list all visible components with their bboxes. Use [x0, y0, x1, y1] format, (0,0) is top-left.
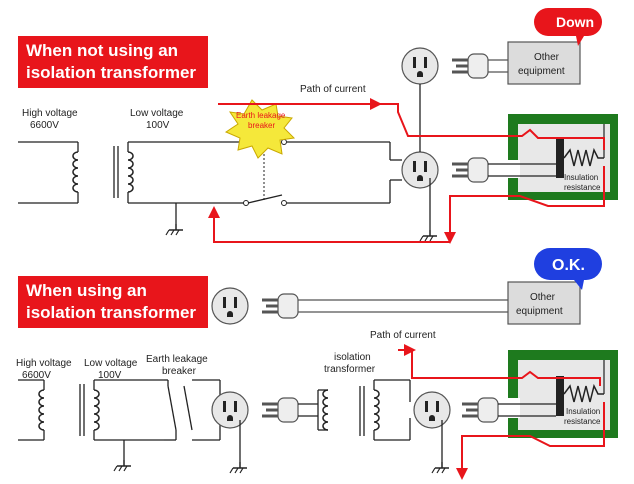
bottom-other-line1: Other [530, 292, 556, 303]
bottom-high-voltage-label: High voltage [16, 358, 72, 369]
top-low-voltage-value: 100V [146, 120, 170, 131]
top-path-label: Path of current [300, 84, 366, 95]
title-no-isolation: When not using an isolation transformer [18, 36, 208, 88]
bottom-plug-lower [260, 396, 300, 424]
top-other-line2: equipment [518, 66, 565, 77]
bottom-outlet-lower [211, 391, 249, 429]
top-high-voltage-value: 6600V [30, 120, 59, 131]
top-insulation-line1: Insulation [564, 173, 598, 182]
top-outlet-upper [401, 47, 439, 85]
bottom-low-voltage-value: 100V [98, 370, 122, 381]
top-low-voltage-label: Low voltage [130, 108, 184, 119]
bottom-path-label: Path of current [370, 330, 436, 341]
top-plug-lower [450, 156, 490, 184]
bottom-insulation-line1: Insulation [566, 407, 600, 416]
top-outlet-lower [401, 151, 439, 189]
bottom-circuit: High voltage 6600V Low voltage 100V Eart… [16, 248, 618, 480]
bottom-isolation-line1: isolation [334, 352, 371, 363]
top-breaker-line1: Earth leakage [236, 111, 286, 120]
status-ok-badge [534, 248, 602, 290]
fault-burst-icon [224, 99, 296, 159]
bottom-outlet-iso [413, 391, 451, 429]
bottom-plug-upper [260, 292, 300, 320]
title-no-isolation-line1: When not using an [26, 41, 179, 60]
bottom-low-voltage-label: Low voltage [84, 358, 138, 369]
top-circuit: High voltage 6600V Low voltage 100V Eart… [18, 8, 618, 244]
title-no-isolation-line2: isolation transformer [26, 63, 197, 82]
bottom-isolation-line2: transformer [324, 364, 376, 375]
bottom-breaker-line1: Earth leakage [146, 354, 208, 365]
top-plug-upper [450, 52, 490, 80]
bottom-plug-equipment [460, 396, 500, 424]
title-with-isolation: When using an isolation transformer [18, 276, 208, 328]
bottom-other-equipment [507, 281, 581, 325]
bottom-high-voltage-value: 6600V [22, 370, 51, 381]
top-breaker-line2: breaker [248, 121, 275, 130]
bottom-breaker-line2: breaker [162, 366, 197, 377]
status-down-badge [534, 8, 602, 46]
top-other-equipment [507, 41, 581, 85]
title-with-isolation-line1: When using an [26, 281, 147, 300]
bottom-insulation-line2: resistance [564, 417, 601, 426]
top-other-line1: Other [534, 52, 560, 63]
top-high-voltage-label: High voltage [22, 108, 78, 119]
top-insulation-line2: resistance [564, 183, 601, 192]
bottom-outlet-upper [211, 287, 249, 325]
bottom-other-line2: equipment [516, 306, 563, 317]
bottom-badge-text: O.K. [552, 257, 585, 274]
title-with-isolation-line2: isolation transformer [26, 303, 197, 322]
top-badge-text: Down [556, 14, 594, 30]
